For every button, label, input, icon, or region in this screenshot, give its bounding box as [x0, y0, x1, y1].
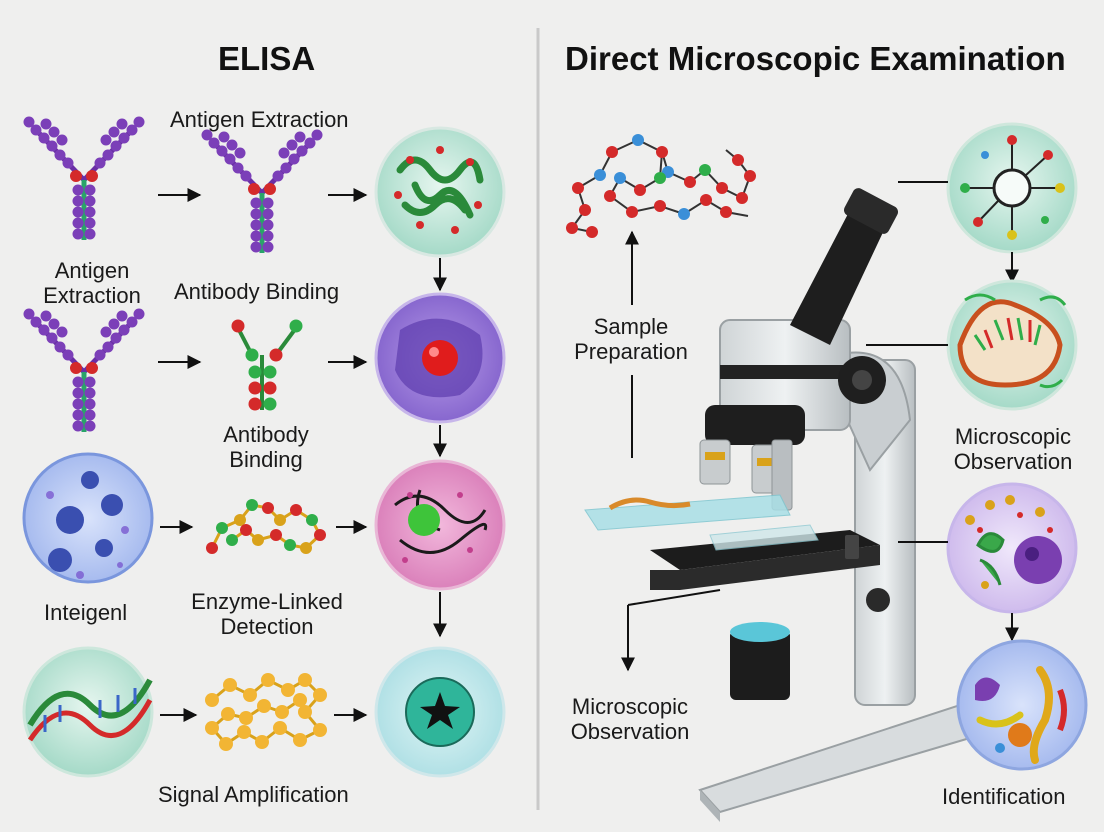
enzyme-cell-icon [374, 459, 506, 591]
enzyme-chain-icon [206, 499, 326, 554]
microorganism-cell-icon [946, 482, 1078, 614]
antibody-binding-cell-icon [374, 292, 506, 424]
microscopy-title: Direct Microscopic Examination [565, 40, 1066, 77]
antigen-extraction-top-label: Antigen Extraction [170, 107, 349, 132]
dna-icon [22, 646, 154, 778]
sample-cell-icon [946, 122, 1078, 254]
bound-antibody-icon [231, 319, 303, 411]
elisa-title: ELISA [218, 40, 316, 77]
connector-line [627, 589, 721, 606]
signal-amplification-label: Signal Amplification [158, 782, 349, 807]
microscope-icon [584, 188, 982, 822]
antigen-cell-icon [374, 126, 506, 258]
inteigenl-label: Inteigenl [44, 600, 128, 625]
molecule-icon [566, 134, 756, 238]
cell-sample-icon [22, 452, 154, 584]
bacteria-cell-icon [946, 279, 1078, 411]
signal-lattice-icon [205, 673, 327, 751]
antibody-icon [202, 130, 323, 254]
antibody-icon [24, 309, 145, 433]
antibody-binding-label: Antibody Binding [174, 279, 340, 304]
signal-cell-icon [374, 646, 506, 778]
identification-label: Identification [942, 784, 1066, 809]
antibody-icon [24, 117, 145, 241]
identification-cell-icon [956, 639, 1088, 771]
